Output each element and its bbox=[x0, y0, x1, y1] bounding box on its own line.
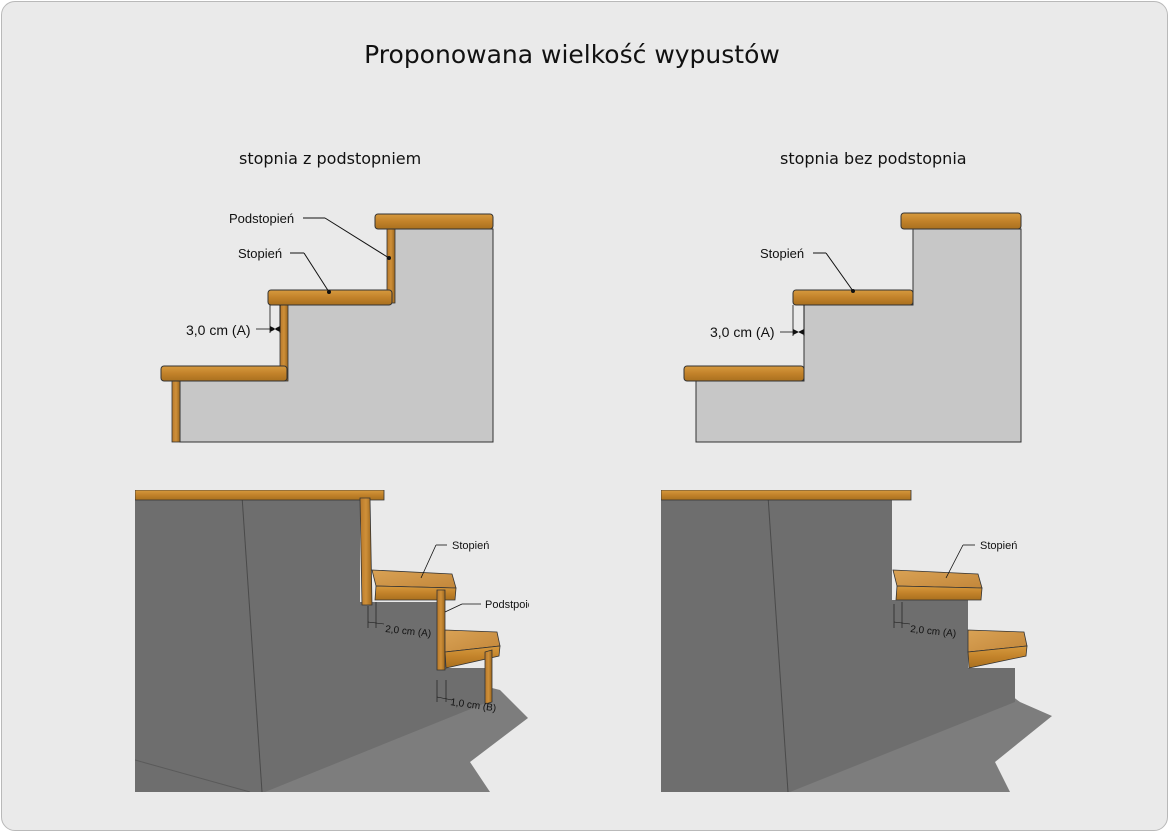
tread-bottom bbox=[160, 365, 288, 382]
page-title: Proponowana wielkość wypustów bbox=[364, 40, 780, 69]
label-3d-riser: Podstpoień bbox=[485, 599, 540, 611]
tread-middle bbox=[267, 289, 393, 306]
stair-2d-with-riser: Podstopień Stopień 3,0 cm (A) bbox=[160, 211, 494, 443]
dimension-3d-a: 2,0 cm (A) bbox=[385, 624, 432, 640]
label-tread: Stopień bbox=[238, 246, 282, 261]
label-3d-tread-r: Stopień bbox=[980, 540, 1017, 552]
subtitle-with-riser: stopnia z podstopniem bbox=[239, 149, 422, 168]
stair-3d-with-riser: Stopień Podstpoień 2,0 cm (A) 1,0 cm (B) bbox=[135, 490, 540, 792]
dimension-a: 3,0 cm (A) bbox=[186, 322, 251, 338]
dimension-3d-a-r: 2,0 cm (A) bbox=[910, 624, 957, 640]
label-riser: Podstopień bbox=[229, 211, 294, 226]
tread-bottom-r bbox=[683, 365, 805, 382]
dimension-a-r: 3,0 cm (A) bbox=[710, 324, 775, 340]
label-3d-tread: Stopień bbox=[452, 540, 489, 552]
label-tread-r: Stopień bbox=[760, 246, 804, 261]
stair-2d-without-riser: Stopień 3,0 cm (A) bbox=[683, 212, 1022, 443]
riser-bottom bbox=[171, 379, 181, 443]
tread-top bbox=[374, 213, 494, 230]
stair-3d-without-riser: Stopień 2,0 cm (A) bbox=[661, 490, 1055, 792]
tread-top-r bbox=[900, 212, 1022, 230]
subtitle-without-riser: stopnia bez podstopnia bbox=[780, 149, 967, 168]
